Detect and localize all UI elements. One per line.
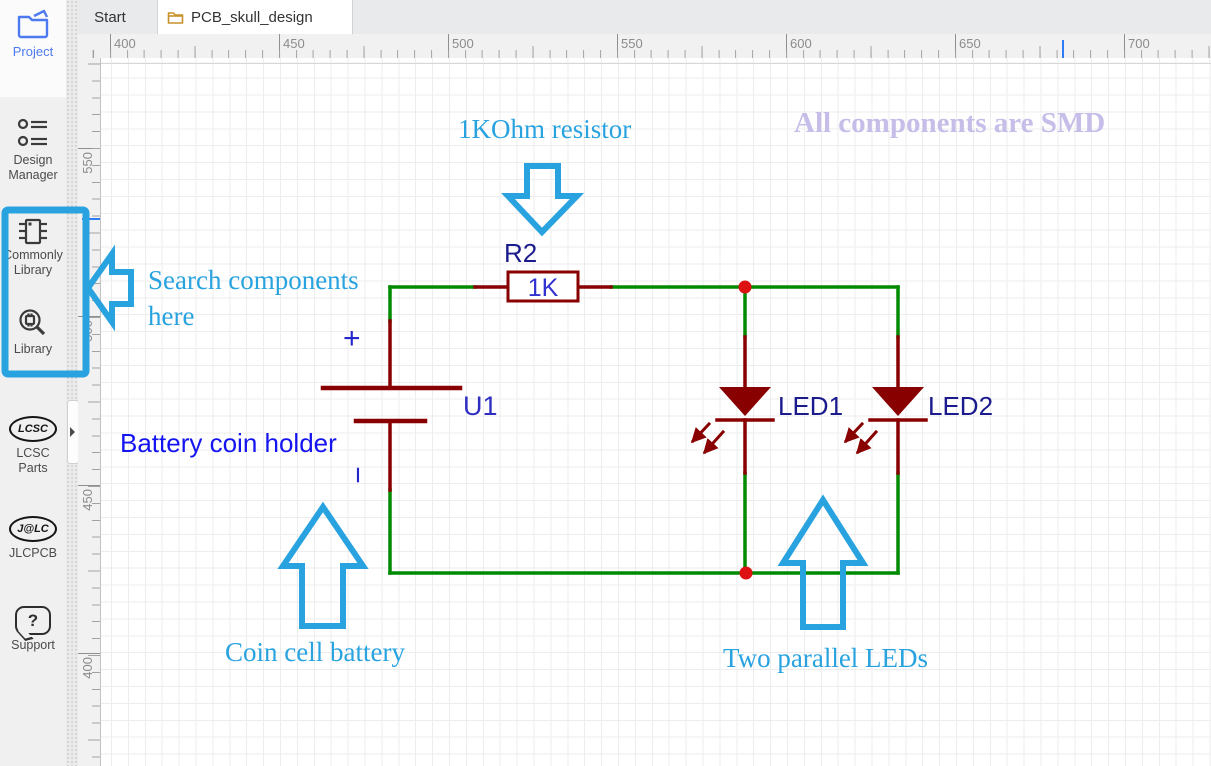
library-label: Library (13, 342, 53, 356)
battery-minus-sign: − (340, 466, 374, 484)
led2-triangle (872, 387, 924, 416)
led2-emission-arrows (843, 421, 879, 455)
v-ruler-tick: 400 (78, 653, 100, 679)
led1-triangle (719, 387, 771, 416)
commonly-library-label-2: Library (13, 263, 53, 277)
h-ruler-cursor-marker (1062, 40, 1064, 58)
panel-splitter[interactable] (66, 0, 79, 766)
resistor-designator[interactable]: R2 (504, 238, 538, 268)
annotation-search-line2: here (148, 301, 195, 331)
project-section (0, 0, 66, 97)
led1-emission-arrows (690, 421, 726, 455)
h-ruler-tick: 400 (110, 34, 136, 58)
resistor-value[interactable]: 1K (527, 274, 559, 302)
schematic-canvas[interactable]: R2 1K U1 + − LED1 LED2 1KOhm resistor Al… (100, 58, 1211, 766)
lcsc-label-2: Parts (18, 461, 48, 475)
h-ruler-tick: 550 (617, 34, 643, 58)
battery-designator[interactable]: U1 (463, 391, 498, 421)
component-symbols[interactable] (320, 270, 928, 492)
sidebar-item-jlcpcb[interactable]: J@LC JLCPCB (0, 516, 66, 561)
v-ruler-cursor-marker (82, 218, 100, 220)
vertical-ruler: 550 500 450 400 (78, 58, 101, 766)
h-ruler-tick: 500 (448, 34, 474, 58)
annotation-search-line1: Search components (148, 265, 359, 295)
support-label: Support (11, 638, 55, 652)
tab-start[interactable]: Start (78, 0, 142, 34)
annotation-led-note[interactable]: Two parallel LEDs (723, 643, 929, 673)
annotation-search-note[interactable]: Search components here (148, 262, 359, 334)
design-manager-label-2: Manager (8, 168, 58, 182)
sidebar-item-lcsc-parts[interactable]: LCSC LCSC Parts (0, 416, 66, 476)
design-manager-icon (17, 118, 47, 147)
splitter-arrow-icon (70, 427, 75, 437)
lcsc-logo-icon: LCSC (9, 416, 57, 442)
v-ruler-tick: 500 (78, 316, 100, 342)
junction-dots (738, 280, 753, 580)
library-search-icon (19, 309, 46, 336)
v-ruler-tick: 450 (78, 485, 100, 511)
document-tabbar: Start PCB_skull_design (78, 0, 1211, 35)
sidebar-item-design-manager[interactable]: Design Manager (0, 115, 66, 183)
annotation-smd-note[interactable]: All components are SMD (794, 107, 1106, 139)
h-ruler-tick: 600 (786, 34, 812, 58)
sidebar-item-support[interactable]: ? Support (0, 606, 66, 653)
jlcpcb-logo-icon: J@LC (9, 516, 57, 542)
resistor-body (506, 270, 580, 303)
h-ruler-tick: 450 (279, 34, 305, 58)
sheet-border (101, 63, 1211, 64)
sidebar-item-library[interactable]: Library (0, 306, 66, 357)
v-ruler-tick: 550 (78, 148, 100, 174)
commonly-library-icon (19, 218, 47, 245)
led1-designator[interactable]: LED1 (778, 391, 844, 421)
design-manager-label-1: Design (13, 153, 53, 167)
junction-dot-bottom (739, 566, 753, 580)
horizontal-ruler: 400 450 500 550 600 650 700 (78, 34, 1211, 59)
battery-plus-sign: + (343, 322, 361, 355)
wires[interactable] (388, 285, 900, 575)
jlcpcb-label: JLCPCB (9, 546, 57, 560)
sidebar: Project Design Manager (0, 0, 66, 766)
schematic-folder-icon (167, 11, 184, 24)
tab-pcb-skull-design[interactable]: PCB_skull_design (157, 0, 353, 34)
annotation-resistor-note[interactable]: 1KOhm resistor (458, 114, 632, 144)
sidebar-item-commonly-library[interactable]: Commonly Library (0, 216, 66, 278)
splitter-collapse-handle[interactable] (66, 400, 79, 464)
sidebar-item-project[interactable]: Project (0, 8, 66, 59)
annotation-battery-holder-label[interactable]: Battery coin holder (120, 428, 337, 458)
lcsc-label-1: LCSC (16, 446, 50, 460)
h-ruler-tick: 700 (1124, 34, 1150, 58)
project-folder-icon (17, 9, 49, 39)
annotation-coin-battery-note[interactable]: Coin cell battery (225, 637, 405, 667)
tab-start-label: Start (94, 8, 126, 26)
commonly-library-label-1: Commonly (3, 248, 63, 262)
led2-designator[interactable]: LED2 (928, 391, 994, 421)
tab-active-label: PCB_skull_design (191, 8, 313, 26)
support-help-icon: ? (15, 606, 51, 635)
h-ruler-tick: 650 (955, 34, 981, 58)
project-label: Project (12, 44, 54, 59)
junction-dot-top (738, 280, 752, 294)
